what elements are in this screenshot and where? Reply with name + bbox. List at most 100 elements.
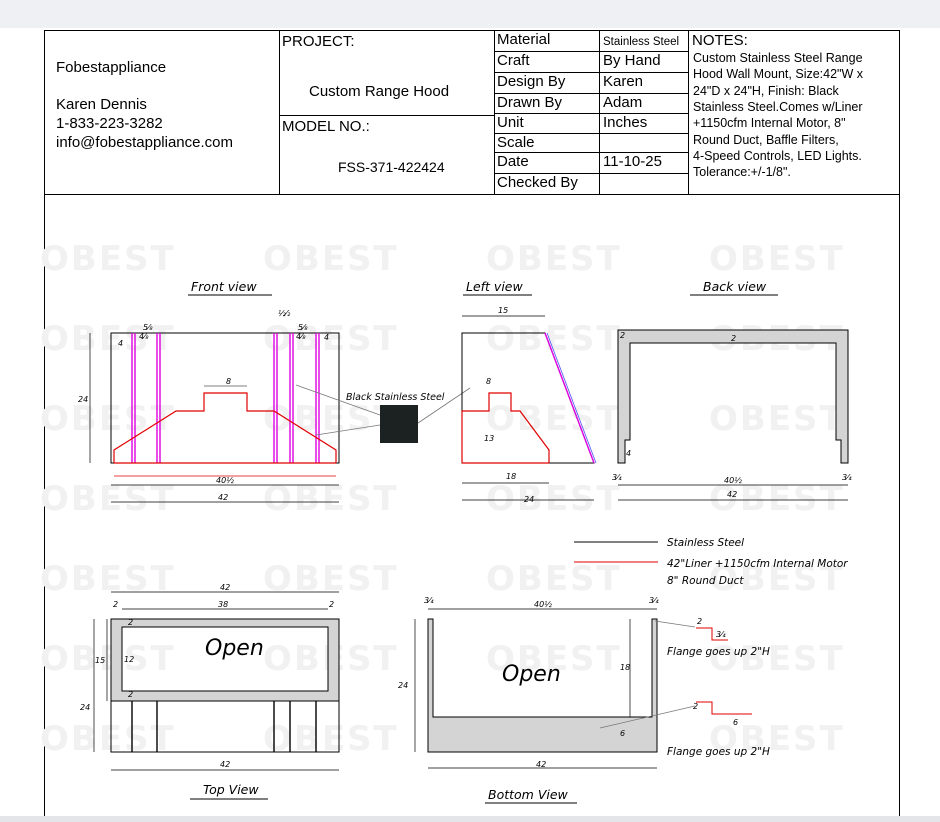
flange-dim-34: 3⁄₄ bbox=[716, 630, 726, 639]
back-inner-width-dim: 40½ bbox=[724, 476, 742, 485]
project-value: Custom Range Hood bbox=[309, 83, 450, 100]
note-line: Round Duct, Baffle Filters, bbox=[693, 132, 839, 147]
title-divider-3 bbox=[599, 30, 600, 194]
title-divider-4 bbox=[688, 30, 689, 194]
watermark-text: OBEST bbox=[486, 639, 622, 679]
title-block-frame bbox=[44, 30, 900, 816]
note-line: Stainless Steel.Comes w/Liner bbox=[693, 99, 863, 114]
watermark-text: OBEST bbox=[263, 479, 399, 519]
watermark-text: OBEST bbox=[40, 559, 176, 599]
left-depth-dim: 24 bbox=[524, 495, 534, 504]
top-depth-dim: 24 bbox=[80, 703, 90, 712]
viewer-bottom-bar bbox=[0, 816, 940, 822]
top-dim-12: 12 bbox=[124, 655, 134, 664]
watermark-text: OBEST bbox=[709, 479, 845, 519]
watermark-text: OBEST bbox=[40, 239, 176, 279]
legend-duct-label: 8" Round Duct bbox=[667, 575, 744, 587]
note-line: Hood Wall Mount, Size:42"W x bbox=[693, 67, 864, 82]
watermark-text: OBEST bbox=[40, 639, 176, 679]
spec-row-divider bbox=[494, 93, 688, 94]
front-dim-48-left: 4⁄₈ bbox=[139, 332, 149, 341]
top-dim-2-right: 2 bbox=[329, 600, 334, 609]
watermark-text: OBEST bbox=[263, 559, 399, 599]
front-duct-dim: 8 bbox=[226, 377, 231, 386]
back-dim-34-left: 3⁄₄ bbox=[612, 473, 622, 482]
black-stainless-swatch bbox=[380, 405, 418, 443]
company-name: Fobestappliance bbox=[56, 59, 167, 76]
watermark-text: OBEST bbox=[40, 479, 176, 519]
title-divider-2 bbox=[494, 30, 495, 194]
front-dim-4-left: 4 bbox=[118, 339, 123, 348]
watermark-text: OBEST bbox=[709, 399, 845, 439]
spec-row-divider bbox=[494, 152, 688, 153]
watermark-text: OBEST bbox=[486, 479, 622, 519]
bottom-dim-6: 6 bbox=[620, 729, 625, 738]
back-view-title: Back view bbox=[703, 279, 767, 294]
spec-row-divider bbox=[494, 51, 688, 52]
front-dim-half: ½⁄₂ bbox=[278, 309, 291, 318]
bottom-depth-dim: 24 bbox=[398, 681, 408, 690]
note-line: +1150cfm Internal Motor, 8" bbox=[693, 116, 846, 131]
front-view: Front view 24 40½ 42 4 5⁄₈ 4⁄₈ ½⁄₂ 5⁄₈ 4… bbox=[78, 279, 340, 503]
watermark-text: OBEST bbox=[263, 239, 399, 279]
front-dim-4-right: 4 bbox=[324, 333, 329, 342]
project-model-divider bbox=[279, 115, 494, 116]
back-view: Back view 2 2 4 40½ 42 3⁄₄ 3⁄₄ bbox=[612, 279, 852, 501]
spec-value-design-by: Karen bbox=[603, 73, 644, 90]
watermark-text: OBEST bbox=[709, 719, 845, 759]
spec-value-material: Stainless Steel bbox=[603, 36, 680, 48]
bottom-dim-18: 18 bbox=[620, 663, 630, 672]
spec-value-date: 11-10-25 bbox=[603, 153, 662, 170]
bottom-open-label: Open bbox=[502, 662, 561, 687]
flange-note-bottom: Flange goes up 2"H bbox=[667, 746, 770, 758]
back-dim-2-corner: 2 bbox=[620, 331, 625, 340]
flange-note-top: Flange goes up 2"H bbox=[667, 646, 770, 658]
back-dim-34-right: 3⁄₄ bbox=[842, 473, 852, 482]
top-dim-2-bottom: 2 bbox=[128, 690, 133, 699]
top-dim-2-inner: 2 bbox=[128, 618, 133, 627]
top-open-label: Open bbox=[205, 636, 264, 661]
front-dim-48-right: 4⁄₈ bbox=[296, 332, 306, 341]
top-dim-2-left: 2 bbox=[113, 600, 118, 609]
spec-value-craft: By Hand bbox=[603, 52, 661, 69]
flange-dim-2-top: 2 bbox=[697, 617, 702, 626]
top-view-title: Top View bbox=[203, 782, 259, 797]
left-liner-depth-dim: 18 bbox=[506, 472, 516, 481]
back-width-dim: 42 bbox=[727, 490, 737, 499]
title-block-bottom-line bbox=[44, 194, 900, 195]
watermark-text: OBEST bbox=[40, 399, 176, 439]
note-line: Tolerance:+/-1/8". bbox=[693, 165, 791, 180]
notes-label: NOTES: bbox=[692, 32, 748, 49]
note-line: Custom Stainless Steel Range bbox=[693, 51, 863, 65]
watermark-text: OBEST bbox=[40, 719, 176, 759]
flange-dim-6: 6 bbox=[733, 718, 738, 727]
spec-label-design-by: Design By bbox=[497, 73, 566, 90]
watermark-text: OBEST bbox=[486, 559, 622, 599]
left-duct-dim: 8 bbox=[486, 377, 491, 386]
note-line: 4-Speed Controls, LED Lights. bbox=[693, 148, 862, 163]
spec-label-craft: Craft bbox=[497, 52, 530, 69]
top-bottom-width-dim: 42 bbox=[220, 760, 230, 769]
note-line: 24"D x 24"H, Finish: Black bbox=[693, 83, 839, 98]
spec-label-checked-by: Checked By bbox=[497, 174, 578, 191]
spec-row-divider bbox=[494, 113, 688, 114]
front-width-outer-dim: 40½ bbox=[216, 476, 234, 485]
legend-stainless-label: Stainless Steel bbox=[667, 537, 744, 549]
spec-label-drawn-by: Drawn By bbox=[497, 94, 563, 111]
front-dim-58-right: 5⁄₈ bbox=[298, 323, 308, 332]
model-label: MODEL NO.: bbox=[282, 118, 370, 135]
spec-value-drawn-by: Adam bbox=[603, 94, 643, 111]
front-view-title: Front view bbox=[191, 279, 257, 294]
left-view: Left view 15 13 18 24 8 bbox=[461, 279, 597, 504]
legend: Stainless Steel 42"Liner +1150cfm Intern… bbox=[574, 537, 848, 587]
spec-label-material: Material bbox=[497, 31, 551, 48]
watermark-layer: OBEST OBEST OBEST OBEST OBEST OBEST OBEST OBEST… bbox=[40, 239, 845, 759]
bottom-dim-34-right: 3⁄₄ bbox=[649, 596, 659, 605]
spec-row-divider bbox=[494, 72, 688, 73]
bottom-view: Bottom View Open 40½ 3⁄₄ 3⁄₄ 24 18 6 42 … bbox=[398, 596, 770, 804]
left-liner-height-dim: 13 bbox=[484, 434, 494, 443]
back-dim-4: 4 bbox=[626, 449, 631, 458]
spec-row-divider bbox=[494, 133, 688, 134]
bottom-view-title: Bottom View bbox=[488, 787, 569, 802]
watermark-text: OBEST bbox=[263, 399, 399, 439]
